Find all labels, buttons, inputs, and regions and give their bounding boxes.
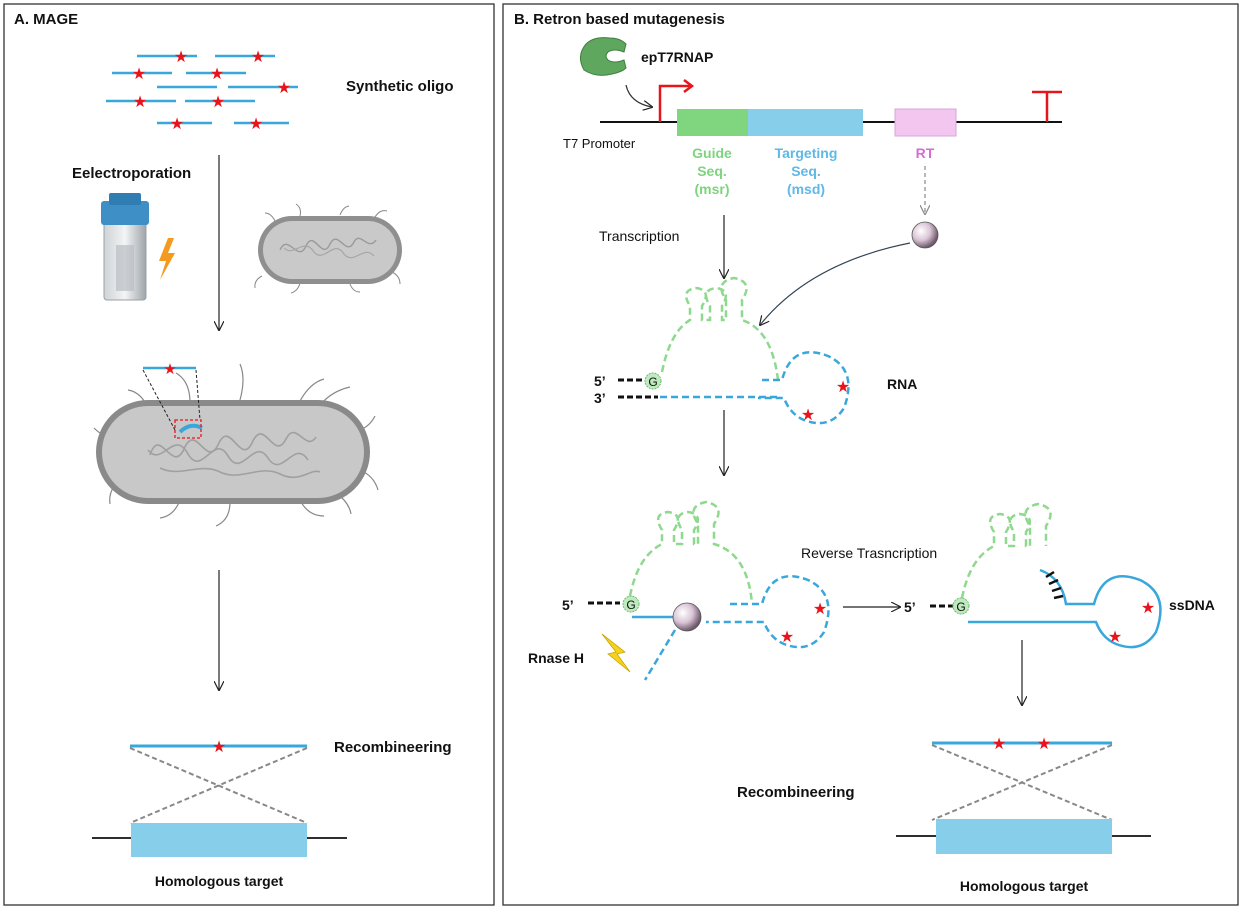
zoom-box [174,419,202,439]
electroporation-label: Eelectroporation [72,165,191,182]
rnase-h-label: Rnase H [528,650,584,666]
homologous-target-b [936,819,1112,854]
intermediate-structure: 5’ G ★ ★ [562,500,830,681]
rt-binding-arrow [760,242,911,325]
binding-arrow [625,84,652,107]
panel-a: A. MAGE ★ ★ ★ ★ ★ ★ ★ ★ ★ Synthetic olig… [3,3,495,906]
t7-promoter-arrow [658,84,690,122]
svg-text:★: ★ [210,66,224,83]
svg-text:★: ★ [1108,629,1122,646]
target-locus-highlight [178,423,203,434]
svg-text:★: ★ [836,379,850,396]
svg-text:★: ★ [277,80,291,97]
oligo-mutation-stars: ★ ★ ★ ★ ★ ★ ★ ★ ★ [132,49,291,133]
synthetic-oligos [106,54,298,125]
inter-five-prime-label: 5’ [562,597,574,613]
rt-label: RT [916,145,935,161]
panel-a-frame [3,3,495,906]
bacterium-large: ★ [93,361,379,527]
rt-protein-icon [911,221,939,249]
intermediate-g-label: G [626,598,635,612]
recombineering-label-b: Recombineering [737,784,855,801]
svg-text:★: ★ [780,629,794,646]
svg-text:★: ★ [249,116,263,133]
rna-structure: 5’ 3’ G ★ ★ [594,276,850,425]
rt-box [894,108,957,137]
svg-text:★: ★ [163,361,176,378]
polymerase-icon [580,37,627,76]
terminator [1032,90,1062,122]
targeting-label-3: (msd) [787,181,825,197]
svg-text:★: ★ [174,49,188,66]
svg-text:★: ★ [251,49,265,66]
rna-label: RNA [887,376,917,392]
guide-label-3: (msr) [694,181,729,197]
svg-text:★: ★ [1141,600,1155,617]
transcription-label: Transcription [599,228,679,244]
ssdna-label: ssDNA [1169,597,1215,613]
rna-g-label: G [648,375,657,389]
guide-label-1: Guide [692,145,732,161]
bacterium-small [254,203,402,294]
lightning-icon [159,238,175,280]
svg-text:★: ★ [133,94,147,111]
guide-seq-box [677,109,748,136]
panel-a-title: A. MAGE [14,11,78,28]
reverse-transcription-label: Reverse Trasncription [801,545,937,561]
svg-text:★: ★ [992,736,1006,753]
svg-text:★: ★ [1037,736,1051,753]
panel-b: B. Retron based mutagenesis epT7RNAP T7 … [502,3,1239,906]
ssdna-five-prime-label: 5’ [904,599,916,615]
panel-b-title: B. Retron based mutagenesis [514,11,725,28]
guide-label-2: Seq. [697,163,727,179]
polymerase-label: epT7RNAP [641,49,713,65]
synthetic-oligo-label: Synthetic oligo [346,78,454,95]
svg-text:★: ★ [211,94,225,111]
oligo-a-star: ★ [212,739,226,756]
svg-text:★: ★ [813,601,827,618]
targeting-seq-box [748,109,863,136]
ssdna-g-nucleotide [952,597,970,615]
rna-three-prime-label: 3’ [594,390,606,406]
svg-text:★: ★ [170,116,184,133]
svg-text:★: ★ [801,407,815,424]
ssdna-g-label: G [956,600,965,614]
panel-b-frame [502,3,1239,906]
rna-five-prime-label: 5’ [594,373,606,389]
intermediate-g-nucleotide [622,595,640,613]
homologous-target-label-a: Homologous target [155,873,284,889]
homologous-target-label-b: Homologous target [960,878,1089,894]
homologous-target-a [131,823,307,857]
rna-g-nucleotide [644,372,662,390]
cuvette-icon [101,193,149,301]
intermediate-rt-icon [672,602,702,632]
recombineering-label-a: Recombineering [334,739,452,756]
promoter-label: T7 Promoter [563,136,636,151]
rnase-lightning-icon [601,633,631,673]
ssdna-structure: 5’ G ★ ★ [904,502,1162,649]
targeting-label-1: Targeting [775,145,838,161]
svg-text:★: ★ [132,66,146,83]
targeting-label-2: Seq. [791,163,821,179]
